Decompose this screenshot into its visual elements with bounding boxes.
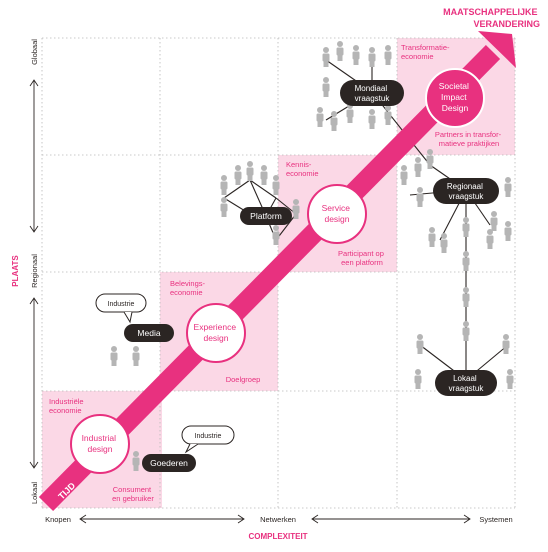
person-icon	[272, 225, 280, 245]
person-icon	[440, 233, 448, 253]
person-icon	[426, 149, 434, 169]
person-icon	[414, 157, 422, 177]
person-icon	[490, 211, 498, 231]
person-icon	[234, 165, 242, 185]
person-icon	[352, 45, 360, 65]
stage-2-line-1: Experience	[194, 322, 237, 332]
economy-label-4: Transformatie- economie	[401, 43, 452, 61]
stage-1-line-2: design	[87, 444, 112, 454]
stage-1-line-1: Industrial	[82, 433, 117, 443]
speech-bubble-goederen: Industrie	[181, 425, 235, 454]
stage-4-line-1: Societal	[439, 81, 469, 91]
stage-3-line-2: design	[324, 214, 349, 224]
person-icon	[260, 165, 268, 185]
stage-circle-4: Societal Impact Design	[425, 68, 485, 128]
person-icon	[246, 161, 254, 181]
stage-3-line-1: Service	[322, 203, 351, 213]
pill-regionaal-vraagstuk: Regionaal vraagstuk	[433, 178, 499, 204]
person-icon	[384, 45, 392, 65]
person-icon	[414, 369, 422, 389]
svg-text:Industrie: Industrie	[195, 433, 222, 440]
economy-label-3: Kennis- economie	[286, 160, 319, 178]
stage-4-line-3: Design	[442, 103, 469, 113]
pill-goederen: Goederen	[142, 454, 196, 472]
person-icon	[462, 217, 470, 237]
person-icon	[346, 103, 354, 123]
person-icon	[368, 47, 376, 67]
person-icon	[132, 451, 140, 471]
person-icon	[428, 227, 436, 247]
svg-text:Service design: Service design	[322, 203, 353, 224]
y-axis	[29, 79, 39, 469]
person-icon	[462, 251, 470, 271]
person-icon	[330, 111, 338, 131]
person-icon	[220, 175, 228, 195]
person-icon	[384, 105, 392, 125]
person-icon	[272, 175, 280, 195]
pill-platform: Platform	[240, 207, 292, 225]
person-icon	[336, 41, 344, 61]
person-icon	[504, 221, 512, 241]
people-icons	[110, 41, 514, 471]
svg-text:Regionaal vraagstuk: Regionaal vraagstuk	[447, 182, 485, 201]
person-icon	[368, 109, 376, 129]
person-icon	[132, 346, 140, 366]
svg-text:Experience design: Experience design	[194, 322, 239, 343]
svg-text:Platform: Platform	[250, 211, 282, 221]
speech-bubble-media: Industrie	[95, 293, 147, 324]
svg-text:Mondiaal vraagstuk: Mondiaal vraagstuk	[355, 84, 391, 103]
person-icon	[462, 287, 470, 307]
corner-label: MAATSCHAPPELIJKE VERANDERING	[443, 7, 540, 29]
pill-lokaal-vraagstuk: Lokaal vraagstuk	[435, 370, 497, 396]
economy-label-2: Belevings- economie	[170, 279, 207, 297]
actor-label-4: Partners in transfor- matieve praktijken	[435, 130, 503, 148]
person-icon	[322, 77, 330, 97]
svg-text:Societal Impact De: Societal Impact Design	[439, 81, 472, 113]
y-tick-globaal: Globaal	[30, 39, 39, 65]
person-icon	[416, 334, 424, 354]
svg-text:Media: Media	[137, 328, 160, 338]
person-icon	[502, 334, 510, 354]
svg-text:Industrie: Industrie	[108, 301, 135, 308]
x-tick-knopen: Knopen	[45, 515, 71, 524]
person-icon	[462, 321, 470, 341]
stage-circle-2: Experience design	[186, 303, 246, 363]
person-icon	[322, 47, 330, 67]
stage-circle-3: Service design	[307, 184, 367, 244]
x-axis-title: COMPLEXITEIT	[248, 532, 307, 541]
person-icon	[506, 369, 514, 389]
x-axis	[79, 514, 471, 524]
time-arrow-head	[478, 31, 516, 68]
stage-2-line-2: design	[203, 333, 228, 343]
person-icon	[504, 177, 512, 197]
person-icon	[400, 165, 408, 185]
y-axis-title: PLAATS	[11, 255, 20, 287]
stage-4-line-2: Impact	[441, 92, 467, 102]
actor-label-3: Participant op een platform	[338, 249, 386, 267]
actor-label-2: Doelgroep	[226, 375, 261, 384]
x-tick-netwerken: Netwerken	[260, 515, 296, 524]
person-icon	[292, 199, 300, 219]
pill-media: Media	[124, 324, 174, 342]
svg-text:Goederen: Goederen	[150, 458, 188, 468]
person-icon	[220, 197, 228, 217]
svg-text:Industrial design: Industrial design	[82, 433, 119, 454]
actor-label-1: Consument en gebruiker	[112, 485, 154, 503]
stage-circle-1: Industrial design	[70, 414, 130, 474]
y-tick-regionaal: Regionaal	[30, 254, 39, 288]
person-icon	[110, 346, 118, 366]
person-icon	[316, 107, 324, 127]
economy-label-1: Industriële economie	[49, 397, 86, 415]
person-icon	[486, 229, 494, 249]
y-tick-lokaal: Lokaal	[30, 482, 39, 504]
x-tick-systemen: Systemen	[479, 515, 512, 524]
person-icon	[416, 187, 424, 207]
svg-text:Lokaal vraagstuk: Lokaal vraagstuk	[449, 374, 485, 393]
pill-mondiaal-vraagstuk: Mondiaal vraagstuk	[340, 80, 404, 106]
